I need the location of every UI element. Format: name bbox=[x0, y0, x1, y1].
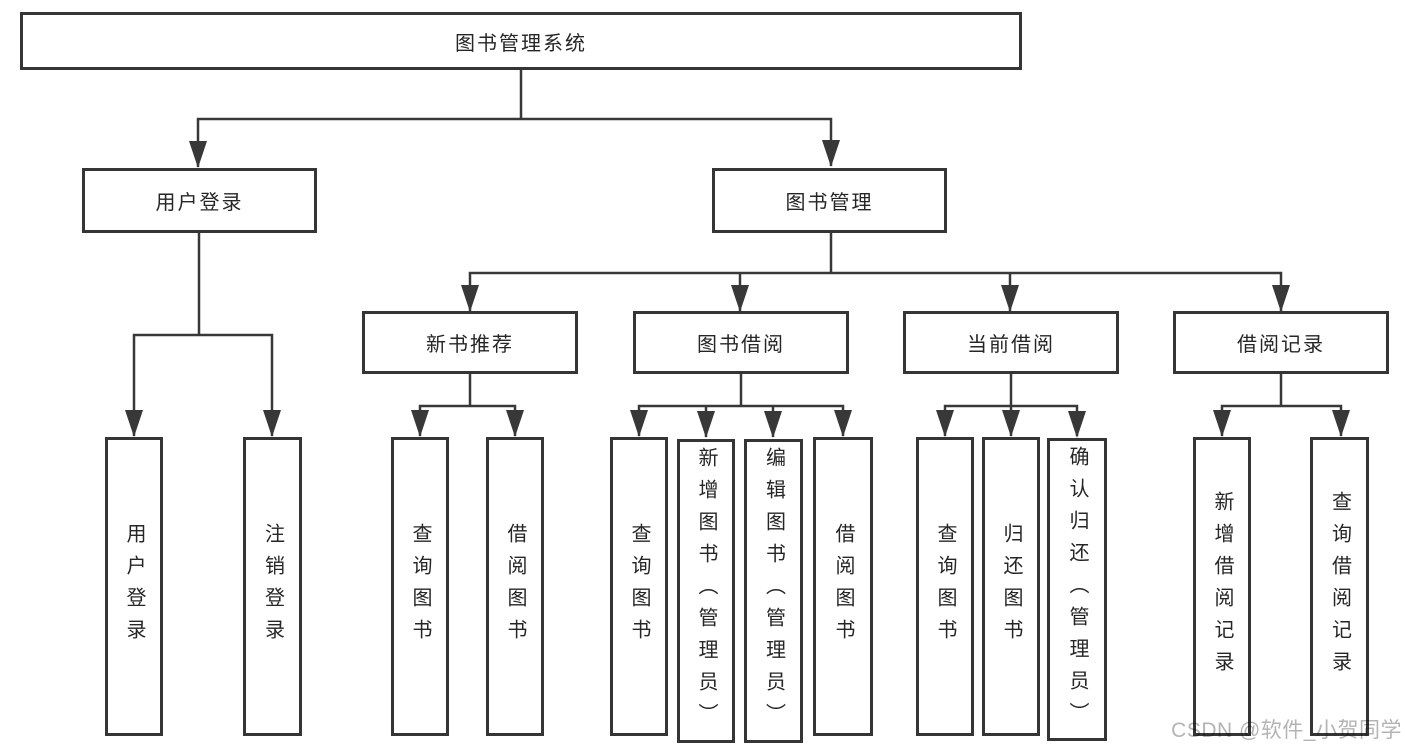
leaf-query-borrow-record: 查询借阅记录 bbox=[1310, 437, 1369, 736]
arrowhead bbox=[1002, 410, 1020, 437]
arrowhead bbox=[125, 410, 143, 437]
leaf-label: 用户登录 bbox=[123, 522, 145, 651]
leaf-label: 查询图书 bbox=[409, 522, 431, 651]
node-book-management: 图书管理 bbox=[712, 168, 947, 233]
leaf-label: 新增借阅记录 bbox=[1211, 490, 1233, 683]
arrowhead bbox=[1332, 410, 1350, 437]
leaf-confirm-return-admin: 确认归还（管理员） bbox=[1047, 438, 1107, 741]
arrowhead bbox=[1213, 410, 1231, 437]
leaf-label: 借阅图书 bbox=[832, 522, 854, 651]
arrowhead bbox=[1068, 411, 1086, 438]
leaf-borrow-books-2: 借阅图书 bbox=[813, 437, 873, 736]
arrowhead bbox=[630, 410, 648, 437]
leaf-return-books: 归还图书 bbox=[982, 437, 1040, 736]
arrowhead bbox=[764, 411, 782, 438]
node-book-borrow: 图书借阅 bbox=[633, 311, 849, 374]
arrowhead bbox=[411, 410, 429, 437]
leaf-add-books-admin: 新增图书（管理员） bbox=[677, 439, 735, 743]
node-new-book-recommend: 新书推荐 bbox=[362, 311, 578, 374]
leaf-label: 查询图书 bbox=[934, 522, 956, 651]
node-root-system: 图书管理系统 bbox=[20, 12, 1022, 70]
leaf-label: 查询借阅记录 bbox=[1328, 490, 1351, 683]
leaf-label: 编辑图书（管理员） bbox=[762, 447, 785, 735]
arrowhead bbox=[461, 285, 479, 312]
leaf-logout: 注销登录 bbox=[243, 437, 302, 736]
leaf-add-borrow-record: 新增借阅记录 bbox=[1193, 437, 1251, 736]
node-current-borrow: 当前借阅 bbox=[903, 311, 1119, 374]
leaf-query-books-1: 查询图书 bbox=[391, 437, 449, 736]
leaf-user-login: 用户登录 bbox=[105, 437, 163, 736]
arrowhead bbox=[731, 285, 749, 312]
arrowhead bbox=[822, 140, 840, 167]
leaf-query-books-3: 查询图书 bbox=[916, 437, 974, 736]
leaf-label: 注销登录 bbox=[261, 522, 284, 651]
arrowhead bbox=[1001, 285, 1019, 312]
leaf-label: 确认归还（管理员） bbox=[1066, 445, 1088, 734]
arrowhead bbox=[189, 141, 207, 168]
leaf-label: 新增图书（管理员） bbox=[695, 447, 717, 735]
node-borrow-record: 借阅记录 bbox=[1173, 311, 1389, 374]
leaf-borrow-books-1: 借阅图书 bbox=[486, 437, 544, 736]
arrowhead bbox=[506, 410, 524, 437]
arrowhead bbox=[697, 411, 715, 438]
arrowhead bbox=[936, 410, 954, 437]
arrowhead bbox=[263, 410, 281, 437]
node-user-login: 用户登录 bbox=[82, 168, 317, 233]
arrowhead bbox=[834, 410, 852, 437]
leaf-query-books-2: 查询图书 bbox=[610, 437, 668, 736]
leaf-label: 归还图书 bbox=[1000, 522, 1022, 651]
arrowhead-group bbox=[125, 140, 1350, 438]
csdn-watermark: CSDN @软件_小贺同学 bbox=[1171, 719, 1402, 742]
leaf-edit-books-admin: 编辑图书（管理员） bbox=[744, 439, 803, 743]
leaf-label: 查询图书 bbox=[628, 522, 650, 651]
arrowhead bbox=[1272, 285, 1290, 312]
leaf-label: 借阅图书 bbox=[504, 522, 526, 651]
